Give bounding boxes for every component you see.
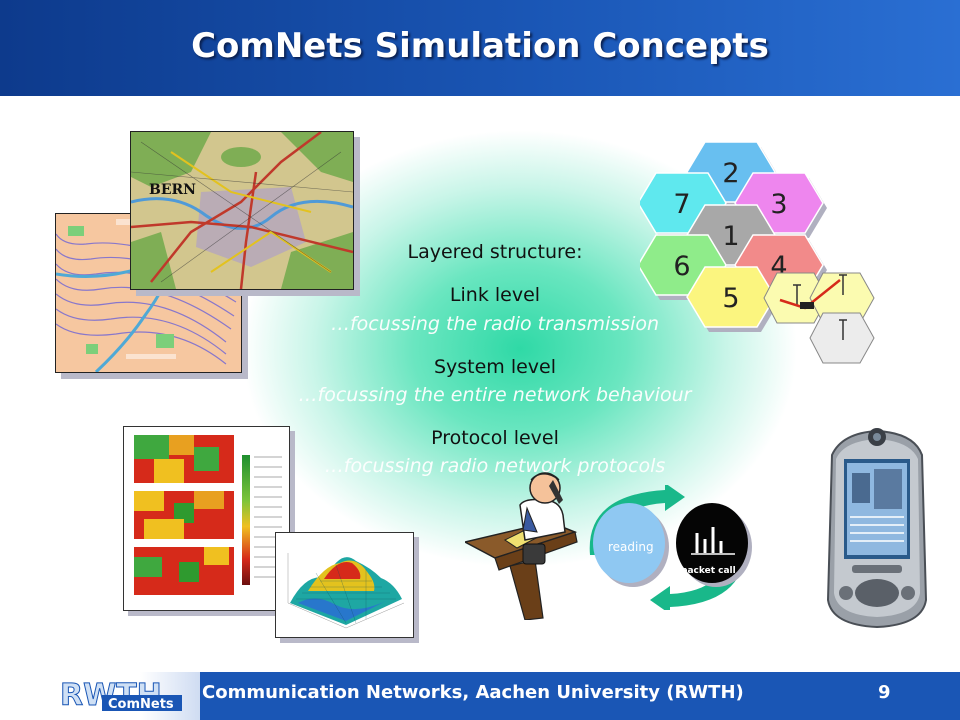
cell-label: 7 xyxy=(673,189,690,220)
layered-structure-heading: Layered structure: xyxy=(407,241,583,263)
rwth-comnets-logo: RWTH ComNets xyxy=(60,678,182,713)
colorbar xyxy=(242,455,250,585)
footer-text: Communication Networks, Aachen Universit… xyxy=(202,682,744,703)
system-level-label: System level xyxy=(433,356,557,378)
protocol-level-description: …focussing radio network protocols xyxy=(324,455,666,477)
surface-plot-image xyxy=(275,532,414,638)
slide-title: ComNets Simulation Concepts xyxy=(191,26,769,66)
logo-comnets-text: ComNets xyxy=(108,697,174,712)
desk-phone-icon xyxy=(522,543,546,565)
navigation-pad-icon xyxy=(855,579,899,607)
link-level-description: …focussing the radio transmission xyxy=(330,313,660,335)
cell-label: 6 xyxy=(673,251,690,282)
heatmap-panel-1 xyxy=(134,435,234,483)
protocol-level-label: Protocol level xyxy=(431,427,559,449)
page-number: 9 xyxy=(878,682,891,703)
heatmap-plot-image xyxy=(123,426,290,611)
person-on-phone-clipart xyxy=(465,472,578,620)
cell-label: 5 xyxy=(722,283,739,314)
phone-handset-icon xyxy=(549,480,563,504)
link-level-label: Link level xyxy=(449,284,541,306)
packet-bars-icon xyxy=(691,527,735,555)
car-icon xyxy=(800,302,814,309)
reading-label: reading xyxy=(608,540,654,554)
topographic-map-image: BERN xyxy=(130,131,354,290)
reading-state xyxy=(593,503,665,583)
title-bar xyxy=(0,0,960,96)
pda-device-image xyxy=(826,428,928,629)
heatmap-panel-3 xyxy=(134,547,234,595)
cell-label: 2 xyxy=(722,158,739,189)
traffic-cycle-diagram: reading packet call xyxy=(589,485,752,610)
cell-label: 1 xyxy=(722,221,739,252)
packet-call-label: packet call xyxy=(681,566,736,576)
map-city-label: BERN xyxy=(149,182,196,198)
hexagonal-cell-cluster: 2 7 3 1 6 4 5 xyxy=(640,141,875,364)
system-level-description: …focussing the entire network behaviour xyxy=(298,384,692,406)
antenna-icon xyxy=(793,274,847,340)
heatmap-panel-2 xyxy=(134,491,234,539)
cell-label: 3 xyxy=(770,189,787,220)
